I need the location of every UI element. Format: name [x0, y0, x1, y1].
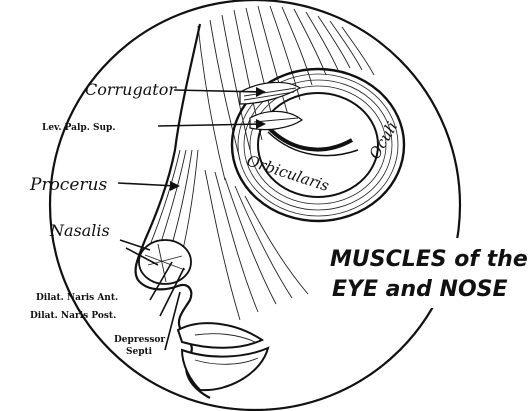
title-line-1: MUSCLES of the	[330, 247, 528, 272]
dilat-naris-post-label: Dilat. Naris Post.	[30, 311, 116, 321]
septi-label: Septi	[126, 347, 153, 357]
title-line-2: EYE and NOSE	[332, 277, 508, 302]
oculi-label: Oculi	[366, 118, 402, 162]
depressor-label: Depressor	[114, 335, 165, 345]
lev-palp-leader	[158, 124, 262, 126]
lev-palp-sup-label: Lev. Palp. Sup.	[42, 123, 115, 133]
dilat-naris-ant-label: Dilat. Naris Ant.	[36, 293, 118, 303]
nasalis-label: Nasalis	[49, 221, 110, 240]
procerus-label: Procerus	[29, 175, 107, 195]
orbicularis-label: Orbicularis	[245, 152, 332, 196]
leader-lines	[118, 87, 266, 350]
corrugator-muscle	[240, 82, 300, 104]
circle-frame	[50, 0, 460, 410]
corrugator-label: Corrugator	[85, 80, 177, 99]
